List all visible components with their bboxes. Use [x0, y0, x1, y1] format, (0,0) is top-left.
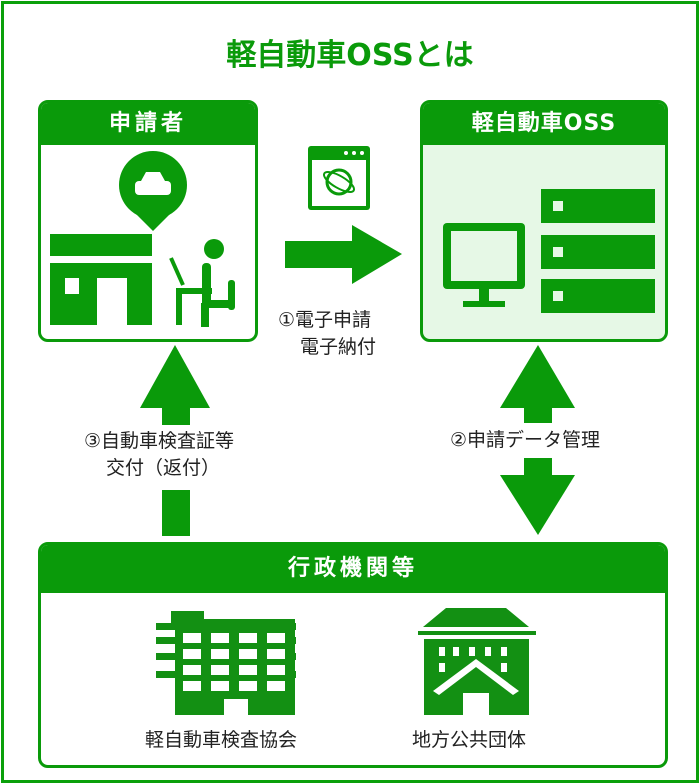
flow3-label-line1: ③自動車検査証等: [84, 430, 235, 452]
oss-header: 軽自動車OSS: [423, 103, 665, 145]
arrow-up-icon: [140, 345, 210, 536]
person-at-desk-icon: [169, 239, 235, 327]
flow3-label-line2: 交付（返付）: [106, 457, 221, 479]
monitor-icon: [443, 223, 525, 307]
flow2-label: ②申請データ管理: [450, 429, 601, 451]
flow1-label-line2: 電子納付: [300, 336, 377, 358]
browser-globe-icon: [308, 146, 370, 210]
agency-label-local-government: 地方公共団体: [412, 729, 527, 751]
applicant-box: 申請者: [38, 100, 258, 342]
flow1-label-line1: ①電子申請: [278, 309, 372, 331]
car-pin-icon: [119, 151, 187, 231]
agencies-box: 行政機関等 軽自動車検査協会 地方公共団体: [38, 542, 668, 768]
oss-box: 軽自動車OSS: [420, 100, 668, 342]
applicant-illustration: [50, 151, 235, 327]
double-arrow-icon: [500, 345, 575, 535]
arrow-right-icon: [285, 225, 402, 284]
server-icon: [541, 189, 655, 313]
government-building-icon: [418, 608, 536, 715]
page-title: 軽自動車OSSとは: [226, 38, 474, 73]
applicant-header: 申請者: [41, 103, 255, 145]
agencies-illustration: [156, 608, 536, 715]
oss-illustration: [443, 189, 655, 313]
agencies-header: 行政機関等: [41, 545, 665, 593]
shop-icon: [50, 234, 152, 325]
agency-label-inspection-association: 軽自動車検査協会: [145, 729, 298, 751]
office-building-icon: [156, 611, 296, 715]
